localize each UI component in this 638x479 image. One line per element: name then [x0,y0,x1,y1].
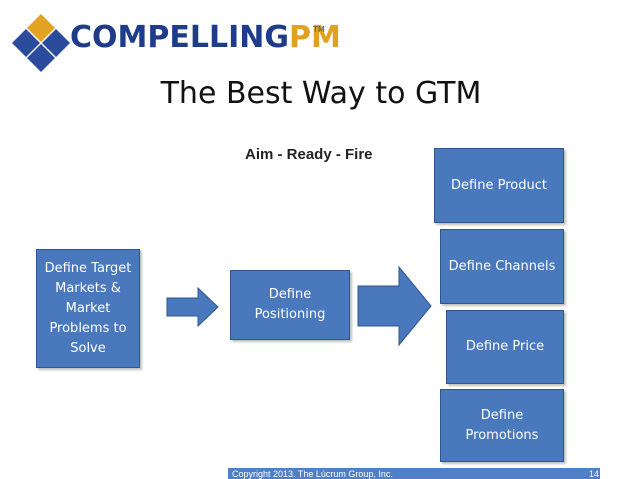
define-promotions-label: Define Promotions [465,407,539,443]
define-target-label: Define Target Markets & Market Problems … [44,260,132,356]
define-positioning-label: Define Positioning [254,287,326,322]
define-channels-box: Define Channels [440,229,564,304]
logo-word-compelling: COMPELLING [70,20,289,55]
page-number: 14 [589,469,600,479]
define-channels-label: Define Channels [448,258,556,274]
copyright-text: Copyright 2013. The Lúcrum Group, Inc. [232,469,393,479]
slide-title: The Best Way to GTM [160,76,482,111]
arrow-right-icon [166,287,219,327]
trademark-mark: TM [313,25,325,34]
logo-word-pm: PM [288,20,341,55]
large-arrow-right-icon [357,265,432,347]
define-product-box: Define Product [434,148,564,223]
footer-bar [228,468,600,479]
define-promotions-box: Define Promotions [440,389,564,462]
define-price-box: Define Price [446,310,564,384]
define-price-label: Define Price [465,339,545,354]
logo-mark-icon [12,14,70,72]
logo-wordmark: COMPELLINGPM [70,20,341,55]
diagram-subtitle: Aim - Ready - Fire [245,146,373,163]
define-positioning-box: Define Positioning [230,270,350,340]
define-product-label: Define Product [451,177,547,193]
define-target-box: Define Target Markets & Market Problems … [36,249,140,368]
